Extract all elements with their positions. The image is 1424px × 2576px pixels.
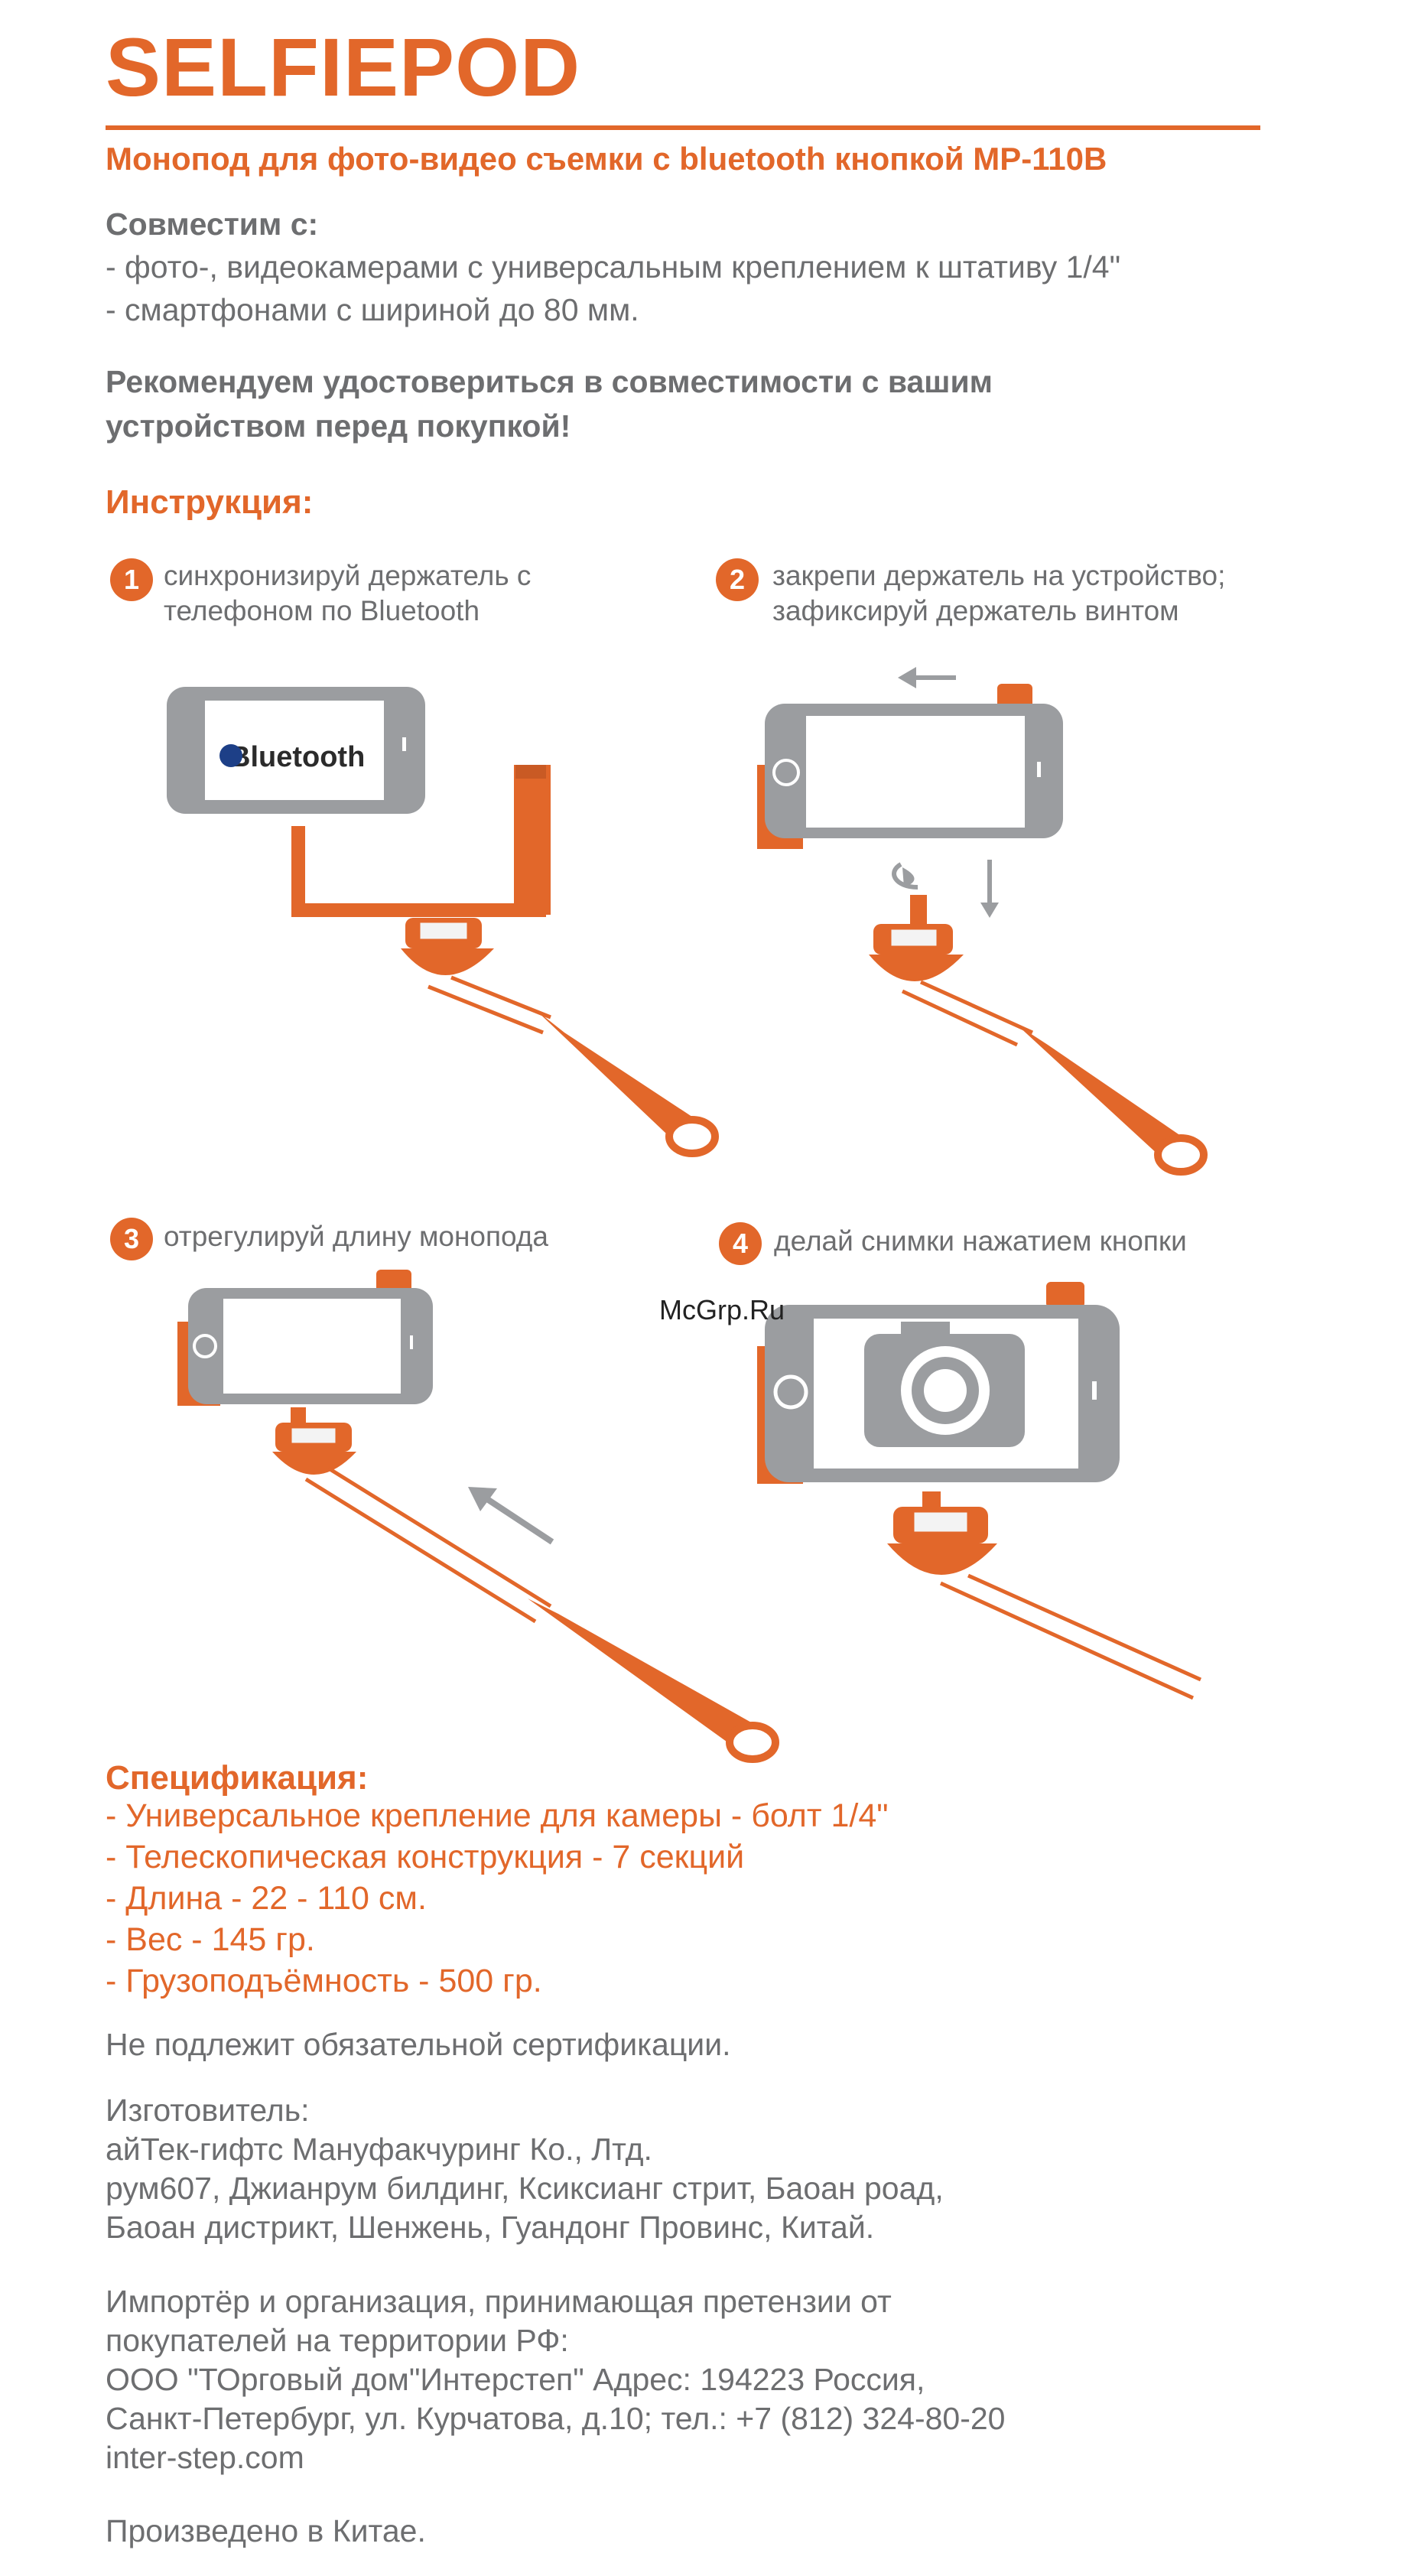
step-1-line: телефоном по Bluetooth [164,595,480,626]
certification-note: Не подлежит обязательной сертификации. [106,2027,731,2062]
specification-heading: Спецификация: [106,1759,369,1797]
step-2-number: 2 [716,558,759,601]
manufacturer-line: Баоан дистрикт, Шенжень, Гуандонг Провин… [106,2210,875,2245]
compatibility-recommendation: Рекомендуем удостовериться в совместимос… [106,359,993,448]
step-3-line: отрегулируй длину монопода [164,1221,548,1252]
importer-line: покупателей на территории РФ: [106,2323,569,2358]
spec-item: - Вес - 145 гр. [106,1921,315,1958]
spec-item: - Универсальное крепление для камеры - б… [106,1797,889,1834]
step-1-illustration: Bluetooth [167,687,719,1157]
manufacturer-line: рум607, Джианрум билдинг, Ксиксианг стри… [106,2171,944,2206]
product-subtitle: Монопод для фото-видео съемки с bluetoot… [106,141,1107,177]
bluetooth-label: Bluetooth [229,741,365,773]
monopod-grip [535,1010,704,1147]
step-4-text: делай снимки нажатием кнопки [774,1224,1187,1259]
bluetooth-icon [219,744,242,767]
step-2-line: закрепи держатель на устройство; [772,560,1226,591]
manufacturer-line: айТек-гифтс Мануфакчуринг Ко., Лтд. [106,2132,652,2167]
importer-website: inter-step.com [106,2440,304,2475]
origin-note: Произведено в Китае. [106,2513,426,2548]
step-2-line: зафиксируй держатель винтом [772,595,1179,626]
importer-line: ООО "ТОрговый дом"Интерстеп" Адрес: 1942… [106,2362,925,2397]
importer-block: Импортёр и организация, принимающая прет… [106,2282,1005,2477]
step-2-text: закрепи держатель на устройство; зафикси… [772,558,1225,629]
spec-item: - Длина - 22 - 110 см. [106,1880,427,1917]
spec-item: - Телескопическая конструкция - 7 секций [106,1839,745,1875]
compatibility-heading: Совместим с: [106,207,319,242]
step-4-line: делай снимки нажатием кнопки [774,1225,1187,1257]
instructions-heading: Инструкция: [106,483,314,521]
recommendation-line: устройством перед покупкой! [106,408,571,444]
monopod-grip [528,1599,765,1751]
title-divider [106,125,1260,130]
step-1-text: синхронизируй держатель с телефоном по B… [164,558,531,629]
compatibility-item: - смартфонами с шириной до 80 мм. [106,292,639,327]
page-title: SELFIEPOD [106,21,581,113]
step-3-text: отрегулируй длину монопода [164,1219,548,1254]
monopod-grip [1017,1025,1193,1166]
step-3-illustration [177,1270,779,1763]
manufacturer-block: Изготовитель: айТек-гифтс Мануфакчуринг … [106,2091,944,2247]
step-1-number: 1 [110,558,153,601]
step-3-number: 3 [110,1218,153,1260]
step-1-line: синхронизируй держатель с [164,560,532,591]
manufacturer-line: Изготовитель: [106,2093,310,2128]
spec-item: - Грузоподъёмность - 500 гр. [106,1963,542,1999]
watermark-text: McGrp.Ru [659,1294,785,1325]
step-4-illustration [757,1282,1202,1700]
compatibility-item: - фото-, видеокамерами с универсальным к… [106,249,1121,285]
step-4-number: 4 [719,1222,762,1265]
importer-line: Импортёр и организация, принимающая прет… [106,2284,892,2319]
importer-line: Санкт-Петербург, ул. Курчатова, д.10; те… [106,2401,1006,2436]
recommendation-line: Рекомендуем удостовериться в совместимос… [106,364,993,399]
step-2-illustration [757,667,1208,1176]
